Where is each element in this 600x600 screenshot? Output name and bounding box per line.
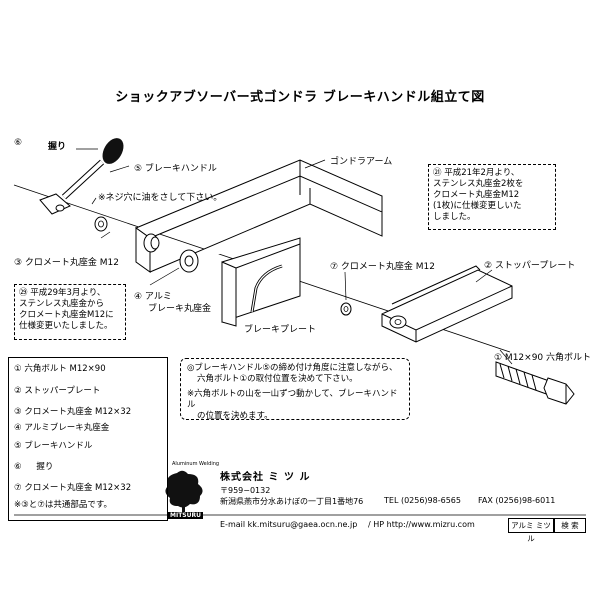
page-title: ショックアブソーバー式ゴンドラ ブレーキハンドル組立て図 [115,90,485,105]
logo-tree-icon [165,470,203,512]
parts-list-item: ⑦ クロメート丸座金 M12×32 [14,483,132,493]
search-keyword-box: アルミ ミツル [508,518,554,543]
company-address: 新潟県燕市分水あけぼの一丁目1番地76 [220,497,364,506]
hex-bolt-part [495,361,575,405]
hex-bolt-label: ① M12×90 六角ボルト [494,353,592,363]
note-right-line: しました。 [433,212,476,222]
parts-list-item: ④ アルミブレーキ丸座金 [14,423,110,433]
note-right-box: ㉑ 平成21年2月より、 ステンレス丸座金2枚を クロメート丸座金M12 (1枚… [428,164,556,230]
search-button[interactable]: 検 索 [554,518,586,533]
grip-label: 握り [48,142,67,152]
company-email[interactable]: E-mail kk.mitsuru@gaea.ocn.ne.jp [220,520,358,529]
parts-list-box [8,357,168,521]
note-left-line: 仕様変更いたしました。 [19,321,113,331]
note-right-line: クロメート丸座金M12 [433,190,520,200]
note-right-line: ステンレス丸座金2枚を [433,179,524,189]
company-homepage[interactable]: / HP http://www.mizru.com [368,520,475,529]
note-right-line: (1枚)に仕様変更しいた [433,201,522,211]
center-note-line: の位置を決めます。 [197,411,273,421]
gondola-arm-label: ゴンドラアーム [330,157,393,167]
leader-lines [76,148,513,365]
alu-brake-washer [179,249,199,273]
stopper-plate-part [381,265,513,343]
note-left-line: ㉙ 平成29年3月より、 [19,288,106,298]
brake-handle-part [39,193,71,215]
logo-arc-text: Aluminum Welding [172,461,220,467]
logo-name: MITSURU [168,512,203,519]
note-left-line: クロメート丸座金M12に [19,310,114,320]
parts-list-item: ① 六角ボルト M12×90 [14,364,106,374]
alu-washer-label-2: ブレーキ丸座金 [148,304,212,314]
oil-note: ※ネジ穴に油をさして下さい。 [98,193,223,203]
part-6-number: ⑥ [14,138,23,148]
parts-footnote: ※③と⑦は共通部品です。 [14,500,113,510]
company-tel: TEL (0256)98-6565 [384,496,461,505]
brake-handle-label: ⑤ ブレーキハンドル [134,164,217,174]
center-note-line: 六角ボルト①の取付位置を決めて下さい。 [197,374,358,384]
chrome-washer-right [340,302,352,316]
center-note-line: ◎ブレーキハンドル⑤の締め付け角度に注意しながら、 [187,363,398,373]
company-name: 株式会社 ミ ツ ル [220,472,311,483]
note-left-box: ㉙ 平成29年3月より、 ステンレス丸座金から クロメート丸座金M12に 仕様変… [14,284,126,340]
company-postal: 〒959−0132 [220,486,271,495]
arm-end-collar [143,233,160,253]
brake-plate-part [221,237,301,327]
chrome-washer-right-label: ⑦ クロメート丸座金 M12 [330,262,436,272]
gondola-arm [134,159,383,273]
center-note-box: ◎ブレーキハンドル⑤の締め付け角度に注意しながら、 六角ボルト①の取付位置を決め… [180,358,410,421]
brake-plate-label: ブレーキプレート [244,325,317,335]
stopper-plate-label: ② ストッパープレート [484,261,576,271]
parts-list-item: ⑤ ブレーキハンドル [14,441,93,451]
center-note-line: ※六角ボルトの山を一山ずつ動かして、ブレーキハンドル [187,389,398,410]
chrome-washer-left [94,216,108,232]
parts-list-item: ⑥ 握り [14,462,54,472]
parts-list-item: ③ クロメート丸座金 M12×32 [14,407,132,417]
grip-part [61,138,124,200]
company-fax: FAX (0256)98-6011 [478,496,556,505]
alu-washer-label-1: ④ アルミ [134,292,172,302]
parts-list-item: ② ストッパープレート [14,386,101,396]
note-right-line: ㉑ 平成21年2月より、 [433,168,520,178]
chrome-washer-left-label: ③ クロメート丸座金 M12 [14,258,120,268]
note-left-line: ステンレス丸座金から [19,299,105,309]
